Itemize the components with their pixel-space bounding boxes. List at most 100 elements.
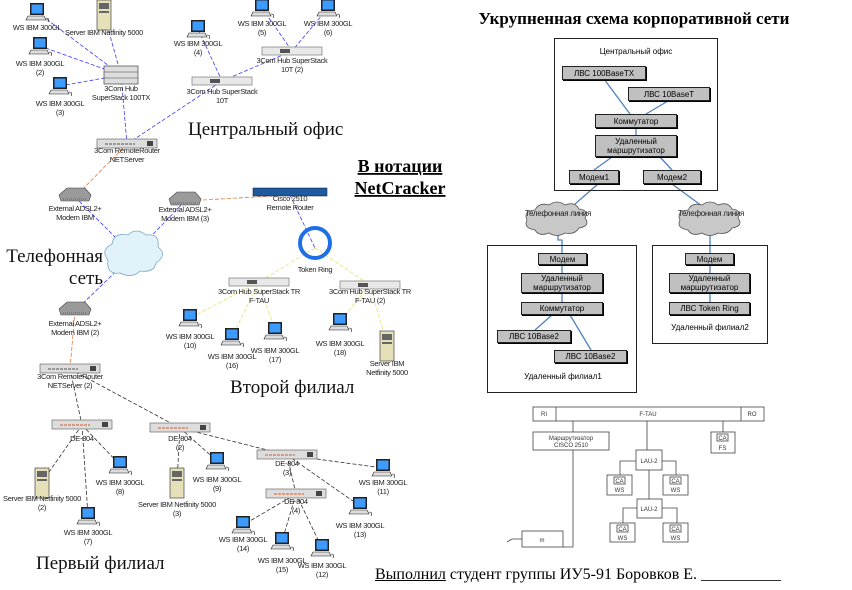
node-label: (2) bbox=[38, 503, 47, 512]
server-icon bbox=[34, 467, 50, 499]
lau-label: LAU-2 bbox=[640, 459, 658, 465]
link-rr2-de1 bbox=[69, 368, 83, 426]
link-trhub1-ws10 bbox=[189, 281, 260, 319]
node-label: (3) bbox=[283, 468, 292, 477]
ftau-label: F-TAU bbox=[639, 412, 656, 418]
node-pc-ws4: WS IBM 300GL(4) bbox=[174, 20, 223, 57]
block-scheme-links bbox=[534, 78, 711, 351]
node-server-srv4: Server IBM Netfinity 5000(3) bbox=[138, 467, 216, 518]
node-label: (2) bbox=[36, 68, 45, 77]
node-modem-modem1: External ADSL2+Modem IBM bbox=[49, 187, 103, 222]
lau-label: LAU-2 bbox=[640, 507, 658, 513]
node-label: (18) bbox=[334, 348, 347, 357]
node-label: (9) bbox=[213, 484, 222, 493]
node-label: (3) bbox=[56, 108, 65, 117]
region-first-branch: Первый филиал bbox=[36, 553, 165, 574]
link-modem2-rr2 bbox=[69, 310, 76, 370]
pc-icon bbox=[250, 0, 274, 19]
node-label: (11) bbox=[377, 487, 389, 496]
link-ring-trhub1 bbox=[258, 247, 316, 283]
node-label: WS IBM 300GL bbox=[258, 556, 307, 565]
branch1-frame bbox=[487, 245, 637, 393]
node-pc-ws2: WS IBM 300GL(2) bbox=[16, 37, 65, 77]
node-label: (6) bbox=[324, 28, 333, 37]
pc-icon bbox=[328, 313, 352, 333]
node-label: DE-804 bbox=[275, 459, 299, 468]
node-label: WS IBM 300GL bbox=[36, 99, 85, 108]
link-rr1-hub10t bbox=[126, 80, 223, 145]
node-label: WS IBM 300GL bbox=[208, 352, 257, 361]
node-label: (5) bbox=[258, 28, 267, 37]
node-label: 3Com RemoteRouter bbox=[94, 146, 161, 155]
node-modem-modem2: External ADSL2+Modem IBM (2) bbox=[49, 301, 103, 337]
modem-icon bbox=[58, 301, 92, 316]
node-label: WS IBM 300GL bbox=[359, 478, 408, 487]
node-label: Modem IBM bbox=[56, 213, 94, 222]
node-pc-ws11: WS IBM 300GL(11) bbox=[359, 459, 408, 496]
branch1-caption: Удаленный филиал1 bbox=[524, 372, 602, 381]
ca-label: CA bbox=[718, 436, 726, 442]
node-label: WS IBM 300GL bbox=[13, 23, 62, 32]
ca-label: CA bbox=[671, 527, 679, 533]
node-pc-ws17: WS IBM 300GL(17) bbox=[251, 322, 300, 364]
node-label: Remote Router bbox=[267, 203, 315, 212]
token-ring-scheme bbox=[506, 406, 765, 548]
pc-icon bbox=[371, 459, 395, 479]
node-switch-de2: DE-804(2) bbox=[149, 422, 211, 452]
block-modem: Модем bbox=[538, 253, 587, 265]
node-pc-ws1: WS IBM 300GL bbox=[13, 3, 62, 32]
node-label: Modem IBM (3) bbox=[161, 214, 210, 223]
node-label: WS IBM 300GL bbox=[193, 475, 242, 484]
node-label: WS IBM 300GL bbox=[96, 478, 145, 487]
router-label-1: Маршрутизатор bbox=[549, 436, 594, 442]
ws-label: WS bbox=[671, 536, 681, 542]
notation-line1: В нотации bbox=[358, 156, 443, 176]
link-de3-de4 bbox=[286, 454, 297, 495]
pc-icon bbox=[28, 37, 52, 57]
link-ws4-hub10t bbox=[197, 28, 223, 82]
switch-icon bbox=[51, 419, 113, 430]
node-label: Netfinity 5000 bbox=[366, 368, 408, 377]
node-pc-ws18: WS IBM 300GL(18) bbox=[316, 313, 365, 357]
block-lan-100basetx: ЛВС 100BaseTX bbox=[562, 66, 646, 80]
link-de3-ws13 bbox=[286, 454, 361, 507]
node-server-srv1: Server IBM Netfinity 5000 bbox=[65, 0, 143, 37]
pc-icon bbox=[76, 507, 100, 527]
signature-done: Выполнил bbox=[375, 566, 446, 583]
pc-icon bbox=[108, 456, 132, 476]
link-srv1-hub100 bbox=[103, 13, 122, 76]
node-label: WS IBM 300GL bbox=[174, 39, 223, 48]
ro-label: RO bbox=[748, 412, 757, 418]
central-office-caption: Центральный офис bbox=[599, 47, 673, 56]
node-pc-ws16: WS IBM 300GL(16) bbox=[208, 328, 257, 370]
node-label: 3Com Hub SuperStack TR bbox=[329, 287, 412, 296]
node-label: NETServer bbox=[110, 155, 145, 164]
server-icon bbox=[96, 0, 112, 31]
node-pc-ws7: WS IBM 300GL(7) bbox=[64, 507, 113, 546]
pc-icon bbox=[263, 322, 287, 342]
modem-label: m bbox=[540, 538, 545, 544]
cisco-icon bbox=[252, 187, 328, 197]
ca-label: CA bbox=[671, 479, 679, 485]
pc-icon bbox=[178, 309, 202, 329]
branch2-caption: Удаленный филиал2 bbox=[671, 323, 749, 332]
link-de4-ws14 bbox=[242, 493, 297, 526]
node-label: (8) bbox=[116, 487, 125, 496]
node-server-srv3: Server IBM Netfinity 5000(2) bbox=[3, 467, 81, 512]
router-label-2: CISCO 2510 bbox=[554, 443, 589, 449]
router-icon bbox=[96, 138, 158, 149]
node-label: Token Ring bbox=[298, 265, 333, 274]
phone-line-cloud-1: Телефонная линия bbox=[525, 201, 591, 236]
node-pc-ws3: WS IBM 300GL(3) bbox=[36, 77, 85, 117]
node-label: WS IBM 300GL bbox=[219, 535, 268, 544]
ca-label: CA bbox=[615, 479, 623, 485]
node-switch-de1: DE-804 bbox=[51, 419, 113, 443]
flathub-icon bbox=[261, 46, 323, 56]
node-pc-ws8: WS IBM 300GL(8) bbox=[96, 456, 145, 496]
flathub-icon bbox=[191, 76, 253, 86]
cloud-label: Телефонная линия bbox=[525, 209, 591, 218]
cloud-icon bbox=[104, 230, 163, 276]
node-label: WS IBM 300GL bbox=[64, 528, 113, 537]
